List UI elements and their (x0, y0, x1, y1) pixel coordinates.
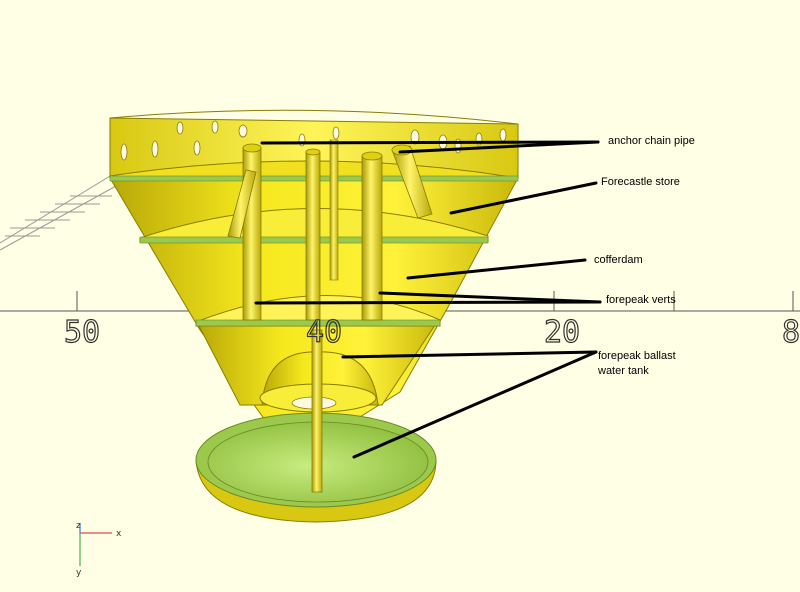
callout-labels: anchor chain pipe Forecastle store coffe… (594, 135, 695, 377)
leader-ballast-1 (341, 350, 598, 359)
leader-anchor-chain-pipe-2 (398, 140, 600, 154)
leader-anchor-chain-pipe-1 (260, 140, 600, 145)
leader-forepeak-verts-1 (254, 300, 602, 305)
scale-label-8: 8 (782, 315, 800, 350)
hull-model (109, 109, 519, 523)
axes-gizmo: x y z (76, 521, 122, 578)
axis-x-label: x (116, 529, 122, 539)
leader-cofferdam (406, 258, 587, 280)
anchor-chain-pipes (227, 144, 433, 239)
axis-y-label: y (76, 568, 82, 578)
leader-forecastle-store (449, 181, 598, 215)
leader-ballast-2 (352, 350, 598, 459)
scale-label-20: 20 (544, 315, 580, 350)
label-anchor-chain-pipe: anchor chain pipe (608, 135, 695, 147)
label-forepeak-ballast-water-tank: forepeak ballast water tank (597, 350, 679, 377)
leader-forepeak-verts-2 (378, 291, 602, 304)
label-forecastle-store: Forecastle store (601, 176, 680, 188)
scale-labels: 50 40 20 8 (63, 314, 800, 350)
forepeak-vert-pipes (242, 139, 383, 321)
callout-leaders (254, 140, 602, 459)
label-forepeak-verts: forepeak verts (606, 294, 676, 306)
label-cofferdam: cofferdam (594, 254, 643, 266)
axis-z-label: z (76, 521, 81, 531)
scale-label-40: 40 (306, 315, 342, 350)
scale-label-50: 50 (64, 315, 100, 350)
center-drain-pipe (311, 329, 323, 493)
